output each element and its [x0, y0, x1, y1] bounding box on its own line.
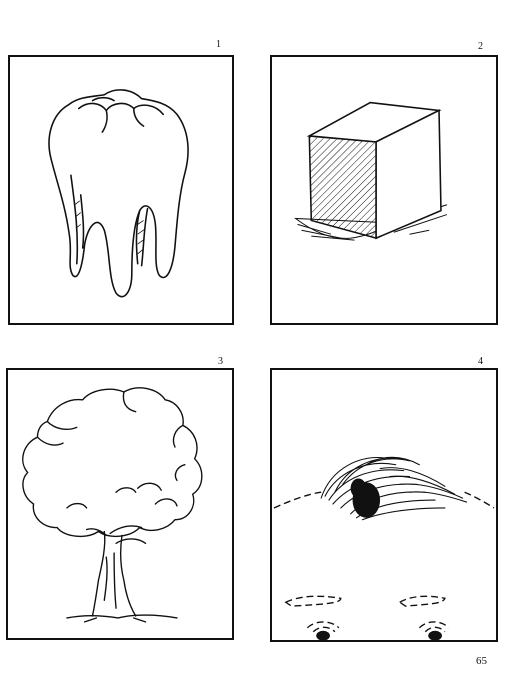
- picture-card-forehead[interactable]: [270, 368, 498, 642]
- picture-card-cube[interactable]: [270, 55, 498, 325]
- card-number-4: 4: [478, 356, 483, 367]
- card-number-3: 3: [218, 356, 223, 367]
- cube-icon: [294, 101, 448, 241]
- card-number-1: 1: [216, 39, 221, 50]
- tree-icon: [22, 387, 203, 623]
- picture-card-tooth[interactable]: [8, 55, 234, 325]
- page-number: 65: [476, 655, 487, 667]
- forehead-icon: [273, 456, 495, 640]
- picture-card-tree[interactable]: [6, 368, 234, 640]
- tooth-icon: [48, 89, 189, 298]
- card-number-2: 2: [478, 41, 483, 52]
